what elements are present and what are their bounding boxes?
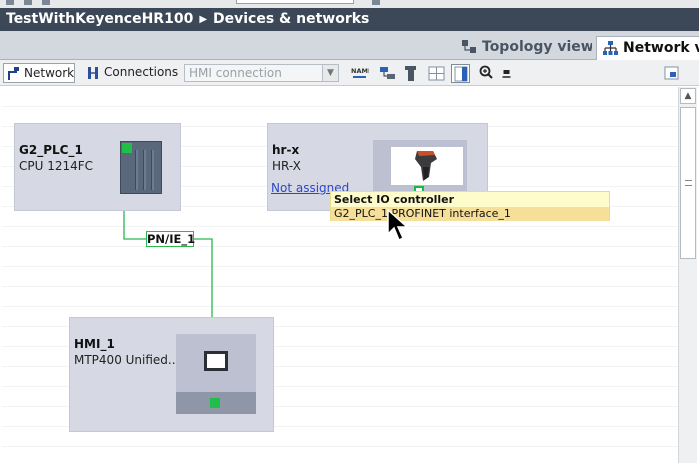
tab-topology-label: Topology view [482, 39, 592, 55]
network-mode-label: Network [24, 66, 75, 80]
connections-mode-button[interactable]: Connections [84, 63, 178, 83]
io-controller-popup: Select IO controller G2_PLC_1.PROFINET i… [330, 191, 610, 221]
subnet-label[interactable]: PN/IE_1 [146, 231, 196, 247]
hrx-device-panel[interactable] [373, 140, 467, 196]
zoom-dropdown-button[interactable] [497, 64, 511, 83]
popup-option[interactable]: G2_PLC_1.PROFINET interface_1 [331, 207, 609, 221]
network-canvas[interactable]: G2_PLC_1 CPU 1214FC hr-x HR-X Not assign… [2, 87, 678, 463]
hmi-port-connection [194, 238, 213, 334]
split-view-button[interactable] [451, 64, 470, 83]
device-name[interactable]: HMI_1 [74, 337, 115, 351]
grid-icon [428, 66, 445, 81]
device-network-icon [380, 67, 395, 79]
connection-type-dropdown[interactable]: HMI connection ▼ [184, 64, 339, 82]
connections-icon [88, 67, 98, 79]
network-icon [603, 41, 618, 55]
network-mode-icon [8, 67, 19, 80]
toolbar-icon[interactable] [372, 0, 380, 5]
scroll-up-icon[interactable]: ▲ [680, 88, 696, 104]
show-names-button[interactable]: NAME [350, 64, 372, 83]
toolbar-icon[interactable] [42, 0, 50, 5]
grip-icon [685, 180, 692, 186]
device-type: CPU 1214FC [19, 159, 94, 173]
barcode-scanner-image [391, 147, 463, 185]
topology-icon [462, 40, 476, 53]
toolbar-icon[interactable] [24, 0, 32, 5]
plc-module-graphic[interactable] [120, 141, 162, 194]
device-hmi[interactable]: HMI_1 MTP400 Unified... [69, 317, 274, 432]
zoom-icon [479, 65, 493, 79]
svg-text:NAME: NAME [351, 67, 369, 75]
device-properties-button[interactable] [662, 64, 681, 83]
device-type: HR-X [272, 159, 301, 173]
split-panel-icon [454, 66, 468, 82]
chevron-down-icon[interactable]: ▼ [322, 65, 338, 81]
device-overview-button[interactable] [378, 64, 397, 83]
module-slot [135, 150, 138, 190]
device-name[interactable]: G2_PLC_1 [19, 143, 83, 157]
tab-network-view[interactable]: Network view [596, 36, 699, 60]
breadcrumb: TestWithKeyenceHR100 ▶ Devices & networks [0, 8, 699, 31]
device-name[interactable]: hr-x [272, 143, 300, 157]
vertical-scrollbar[interactable]: ▲ [678, 87, 697, 463]
barcode-scanner-icon [415, 151, 437, 181]
breadcrumb-section[interactable]: Devices & networks [213, 11, 370, 27]
name-label-icon: NAME [351, 67, 372, 78]
profinet-port-icon[interactable] [122, 143, 132, 153]
device-type: MTP400 Unified... [74, 353, 180, 367]
connection-type-value: HMI connection [189, 66, 282, 80]
view-tab-bar: Topology view Network view [0, 31, 699, 60]
module-icon [405, 66, 416, 81]
tab-network-label: Network view [623, 40, 699, 56]
hmi-screen-icon [204, 351, 228, 371]
module-slot [143, 150, 146, 190]
network-mode-button[interactable]: Network [3, 63, 75, 83]
profinet-port-icon[interactable] [210, 398, 220, 408]
mouse-cursor-icon [387, 208, 409, 242]
popup-title: Select IO controller [334, 193, 455, 206]
breadcrumb-separator-icon: ▶ [199, 14, 208, 25]
module-view-button[interactable] [401, 64, 420, 83]
hmi-port-strip [176, 392, 256, 414]
top-window-strip [0, 0, 699, 8]
breadcrumb-project[interactable]: TestWithKeyenceHR100 [6, 11, 194, 27]
toolbar-icon[interactable] [6, 0, 14, 5]
search-field[interactable] [236, 0, 354, 4]
device-plc[interactable]: G2_PLC_1 CPU 1214FC [14, 123, 181, 211]
module-slot [151, 150, 154, 190]
scrollbar-thumb[interactable] [680, 107, 696, 259]
zoom-dropdown-icon [502, 70, 511, 78]
connections-mode-label: Connections [104, 65, 179, 79]
not-assigned-link[interactable]: Not assigned [271, 181, 350, 195]
tab-topology-view[interactable]: Topology view [456, 36, 592, 60]
zoom-button[interactable] [478, 64, 497, 83]
editor-toolbar: Network Connections HMI connection ▼ NAM… [0, 60, 699, 86]
device-properties-icon [664, 66, 679, 80]
table-view-button[interactable] [427, 64, 446, 83]
